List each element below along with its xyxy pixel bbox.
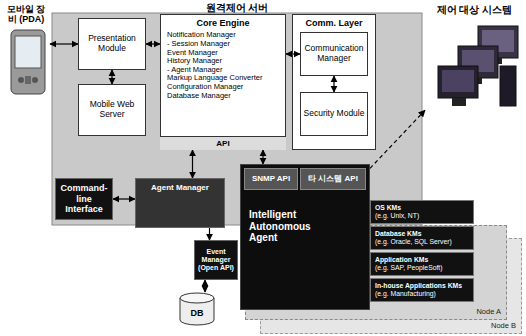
- monitor-stand: [452, 98, 466, 106]
- module-box-text: Presentation Module: [81, 34, 143, 54]
- monitor: [438, 66, 478, 98]
- connector-arrow: [370, 110, 425, 168]
- mobile-device: 모바일 장비 (PDA): [2, 2, 50, 98]
- module-box: Presentation Module: [78, 18, 146, 70]
- connector-arrow: [113, 198, 135, 199]
- core-engine-box-text: Notification Manager: [167, 31, 236, 40]
- connector-arrow: [50, 43, 78, 44]
- km-box-text: Application KMs: [375, 256, 428, 264]
- connector-arrow: [209, 228, 210, 240]
- connector-arrow: [111, 70, 112, 84]
- km-box-text: (e.g. Unix, NT): [375, 212, 419, 220]
- km-box: Database KMs(e.g. Oracle, SQL Server): [370, 226, 474, 250]
- core-engine-box-text: Event Manager: [167, 49, 218, 58]
- core-engine-box-text: History Manager: [167, 57, 222, 66]
- connector-arrow: [262, 150, 263, 164]
- agent-manager-box-text: Agent Manager: [151, 183, 209, 192]
- mobile-device-text: 모바일 장비 (PDA): [4, 4, 48, 25]
- api-box: SNMP API: [244, 168, 298, 190]
- pda-button: [18, 77, 24, 83]
- node-region-text: Node B: [491, 322, 516, 331]
- km-box-text: (e.g. SAP, PeopleSoft): [375, 264, 443, 272]
- database-cylinder-text: DB: [191, 308, 204, 318]
- core-engine-box-text: Core Engine: [196, 18, 249, 28]
- pda-button: [25, 76, 31, 84]
- cli-box: Command-line Interface: [55, 178, 113, 220]
- km-box-text: In-house Applications KMs: [375, 282, 462, 290]
- connector-arrow: [333, 76, 334, 92]
- core-engine-box-text: Database Manager: [167, 92, 231, 101]
- target-systems-text: 제어 대상 시스템: [437, 4, 513, 16]
- km-box-text: OS KMs: [375, 204, 401, 212]
- api-bar: API: [160, 136, 286, 150]
- core-engine-box-text: Configuration Manager: [167, 83, 243, 92]
- pda-body: [11, 30, 45, 94]
- core-engine-box: Core EngineNotification Manager- Session…: [160, 14, 286, 150]
- module-box-text: Security Module: [304, 109, 365, 119]
- db-cylinder: [180, 293, 214, 325]
- module-box-text: Mobile Web Server: [81, 100, 143, 120]
- computers-illustration: [438, 26, 518, 106]
- db-top: [180, 293, 214, 303]
- module-box: Communication Manager: [300, 32, 368, 76]
- core-engine-box-text: - Agent Manager: [167, 66, 222, 75]
- km-box: Application KMs(e.g. SAP, PeopleSoft): [370, 252, 474, 276]
- km-box: In-house Applications KMs(e.g. Manufactu…: [370, 278, 474, 302]
- api-bar-text: API: [216, 139, 229, 148]
- pda-screen: [15, 36, 41, 68]
- pda-illustration: [11, 30, 45, 94]
- comm-layer-box-text: Comm. Layer: [305, 18, 362, 28]
- connector-arrow: [146, 43, 160, 44]
- comm-layer-fill: [292, 14, 376, 150]
- core-engine-box-text: Markup Language Converter: [167, 74, 262, 83]
- agent-box-text: Intelligent Autonomous Agent: [249, 209, 329, 244]
- km-box-text: (e.g. Manufacturing): [375, 290, 436, 298]
- module-box-text: Communication Manager: [303, 44, 365, 64]
- event-manager-box: Event Manager (Open API): [194, 240, 238, 280]
- km-box: OS KMs(e.g. Unix, NT): [370, 200, 474, 224]
- api-box: 타 시스템 API: [300, 168, 366, 190]
- api-box-text: SNMP API: [252, 174, 290, 183]
- node-region-text: Node A: [476, 308, 501, 317]
- agent-manager-box: Agent Manager: [135, 178, 225, 228]
- agent-box: Intelligent Autonomous Agent SNMP API 타 시스…: [240, 164, 370, 310]
- km-box-text: (e.g. Oracle, SQL Server): [375, 238, 452, 246]
- connector-arrow: [192, 150, 193, 178]
- module-box: Security Module: [300, 92, 368, 136]
- database-cylinder: DB: [178, 292, 216, 326]
- computer-tower: [500, 66, 516, 106]
- pda-button: [32, 77, 38, 83]
- module-box: Mobile Web Server: [78, 84, 146, 136]
- monitor-screen: [442, 70, 474, 92]
- api-box-text: 타 시스템 API: [308, 174, 358, 183]
- km-box-text: Database KMs: [375, 230, 421, 238]
- event-manager-box-text: Event Manager (Open API): [196, 248, 236, 272]
- server-box-text: 원격제어 서버: [206, 2, 269, 14]
- connector-arrow: [286, 53, 300, 54]
- connector-arrow: [204, 280, 205, 292]
- node-region: Node AIntelligent Autonomous AgentSNMP A…: [245, 225, 507, 320]
- cli-box-text: Command-line Interface: [58, 183, 110, 214]
- comm-layer-box: Comm. LayerCommunication ManagerSecurity…: [292, 14, 376, 150]
- core-engine-box-text: - Session Manager: [167, 40, 230, 49]
- target-systems: 제어 대상 시스템: [425, 2, 524, 114]
